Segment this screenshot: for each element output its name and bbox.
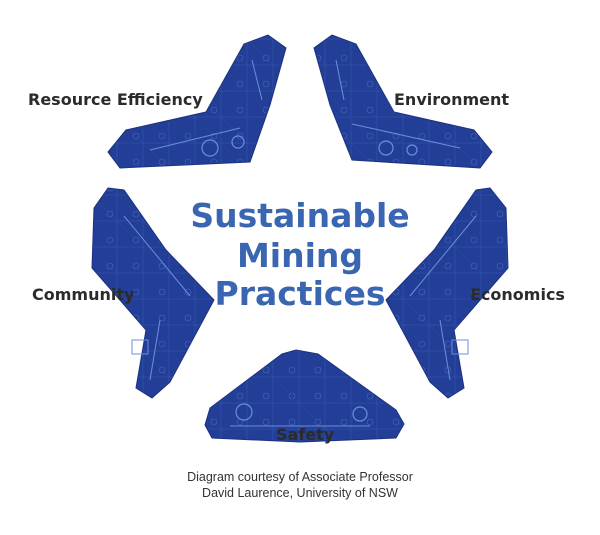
arm-economics (385, 187, 509, 399)
title-line-1: Sustainable (190, 196, 409, 235)
arm-resource-efficiency (107, 34, 287, 169)
label-community: Community (32, 285, 135, 304)
arm-environment (313, 34, 493, 169)
label-safety: Safety (276, 425, 335, 444)
title-line-3: Practices (215, 274, 386, 313)
credit-line-1: Diagram courtesy of Associate Professor (187, 470, 413, 484)
label-economics: Economics (470, 285, 565, 304)
label-environment: Environment (394, 90, 509, 109)
label-resource-efficiency: Resource Efficiency (28, 90, 203, 109)
arm-safety (204, 349, 405, 443)
arm-community (91, 187, 215, 399)
credit-line-2: David Laurence, University of NSW (202, 486, 398, 500)
title-line-2: Mining (237, 236, 363, 275)
